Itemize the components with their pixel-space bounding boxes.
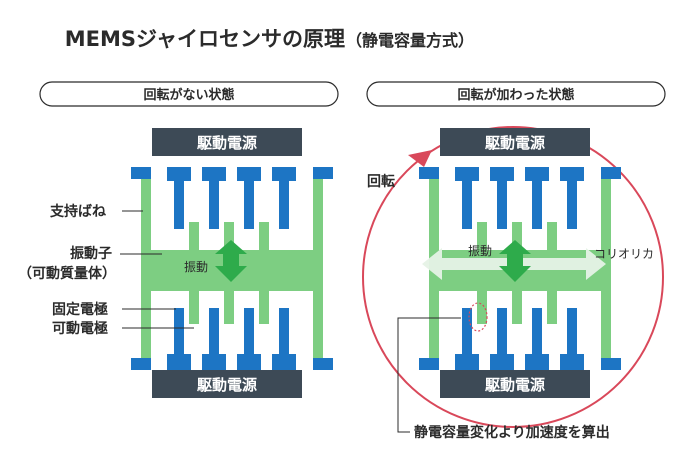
page-title-sub: （静電容量方式） <box>346 31 474 50</box>
rotation-label: 回転 <box>367 173 395 190</box>
rotation-arrow-head <box>408 150 432 167</box>
caption-leader <box>397 317 461 433</box>
label-vibrator: 振動子 <box>70 245 112 262</box>
label-fixed-electrode: 固定電極 <box>52 301 108 318</box>
left-drive-power-top <box>152 128 302 156</box>
right-panel-header <box>366 81 666 107</box>
right-drive-power-top-label: 駆動電源 <box>485 134 545 152</box>
right-drive-power-bottom-label: 駆動電源 <box>485 376 545 394</box>
right-vibration-arrow <box>499 240 531 282</box>
rotation-circle <box>362 126 664 428</box>
capacitance-gap-highlight <box>468 302 488 332</box>
right-drive-power-bottom <box>440 370 590 398</box>
right-vibration-label: 振動 <box>468 244 492 258</box>
label-vibrator-sub: （可動質量体） <box>18 265 116 282</box>
label-movable-electrode: 可動電極 <box>52 320 108 337</box>
left-drive-power-bottom <box>152 370 302 398</box>
left-panel-header <box>39 81 339 107</box>
caption-text: 静電容量変化より加速度を算出 <box>414 424 610 441</box>
right-panel-header-label: 回転が加わった状態 <box>457 87 574 103</box>
left-drive-power-bottom-label: 駆動電源 <box>197 376 257 394</box>
left-drive-power-top-label: 駆動電源 <box>197 134 257 152</box>
left-panel-header-label: 回転がない状態 <box>143 87 234 103</box>
page-title: MEMSジャイロセンサの原理 <box>65 27 345 51</box>
left-vibration-label: 振動 <box>184 260 208 274</box>
label-spring: 支持ばね <box>49 203 106 220</box>
left-vibration-arrow <box>215 240 247 282</box>
right-drive-power-top <box>440 128 590 156</box>
coriolis-label: コリオリカ <box>594 247 654 261</box>
